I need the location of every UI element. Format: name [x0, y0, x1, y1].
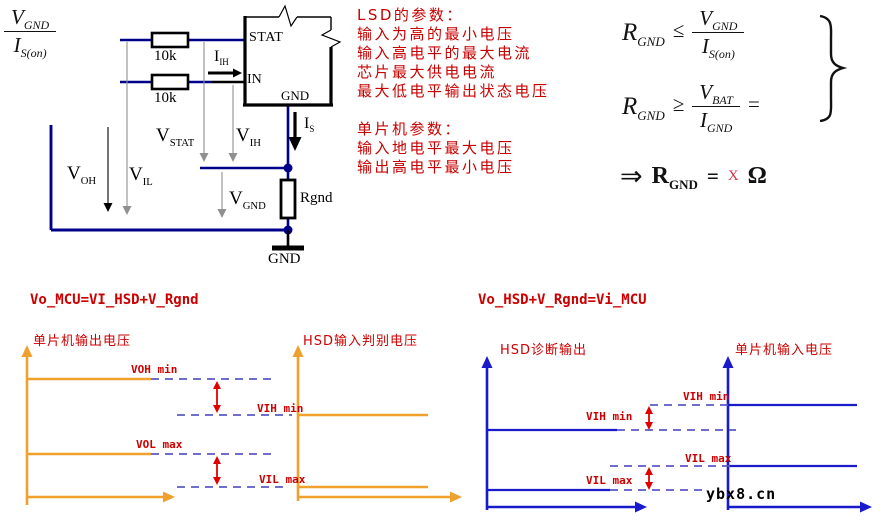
label-vil: VIL	[129, 164, 153, 188]
level-label-vih-min: VIH min	[257, 402, 304, 415]
notes-lsd-line: 最大低电平输出状态电压	[357, 82, 550, 100]
left-diagram-axis-right-label: HSD输入判别电压	[303, 334, 419, 349]
left-diagram-axes	[21, 345, 462, 505]
ohm-unit: Ω	[747, 163, 767, 189]
equals-sign: =	[747, 92, 760, 116]
label-vstat: VSTAT	[156, 125, 195, 149]
label-gnd: GND	[268, 251, 301, 267]
right-diagram-title: Vo_HSD+V_Rgnd=Vi_MCU	[478, 292, 647, 308]
chip-pin-stat: STAT	[249, 30, 284, 45]
left-diagram-axis-left-label: 单片机输出电压	[33, 334, 132, 349]
ratio-vgnd-over-ison: VGND IS(on)	[4, 5, 57, 61]
right-diagram-dashed-levels	[610, 404, 736, 491]
formula-brace	[819, 14, 848, 123]
ratio-numerator: VGND	[4, 5, 57, 32]
notes-mcu-line: 输入地电平最大电压	[357, 139, 515, 157]
notes-mcu-line: 输出高电平最小电压	[357, 158, 515, 176]
level-label-vol-max: VOL max	[136, 438, 183, 451]
formula-rgnd-lower-bound: RGND ≥ VBAT IGND =	[622, 80, 760, 136]
label-vgnd: VGND	[229, 188, 266, 212]
chip-pin-in: IN	[247, 72, 262, 87]
resistor-10k-bottom	[150, 73, 190, 91]
resistor-rgnd	[279, 178, 297, 220]
right-diagram-axis-right-label: 单片机输入电压	[735, 343, 834, 358]
left-diagram-title: Vo_MCU=VI_HSD+V_Rgnd	[30, 292, 199, 308]
break-mark-right	[320, 29, 342, 48]
chip-outline	[243, 4, 342, 107]
label-rgnd: Rgnd	[300, 190, 333, 206]
junction-dot-upper	[283, 163, 293, 173]
notes-lsd-line: 输入为高的最小电压	[357, 25, 515, 43]
label-is: IS	[304, 115, 315, 135]
implies-arrow: ⇒	[620, 161, 643, 191]
le-operator: ≤	[672, 18, 685, 42]
left-diagram-dashed-levels	[151, 378, 292, 488]
notes-lsd-line: 芯片最大供电电流	[357, 63, 498, 81]
formula-conclusion: ⇒ RGND = X Ω	[620, 161, 767, 192]
watermark: ybx8.cn	[706, 485, 777, 503]
gray-measure-arrows	[122, 42, 238, 218]
level-label-vil-max-out: VIL max	[586, 474, 633, 487]
label-vih: VIH	[236, 125, 261, 149]
right-diagram-axes	[481, 356, 872, 513]
level-label-vil-max-in: VIL max	[685, 452, 732, 465]
notes-mcu-title: 单片机参数：	[357, 120, 463, 138]
break-mark-top	[278, 4, 298, 28]
resistor-label-bottom: 10k	[154, 90, 177, 106]
chip-pin-gnd: GND	[281, 88, 310, 103]
label-voh: VOH	[67, 163, 97, 187]
level-label-vil-max: VIL max	[259, 473, 306, 486]
label-iih: IIH	[214, 48, 229, 68]
rgnd-value-placeholder: X	[727, 168, 739, 184]
ratio-denominator: IS(on)	[13, 33, 47, 61]
ground-symbol	[272, 230, 304, 251]
resistor-label-top: 10k	[154, 48, 177, 64]
ge-operator: ≥	[672, 92, 685, 116]
formula-rgnd-upper-bound: RGND ≤ VGND IS(on)	[622, 6, 745, 60]
right-diagram-axis-left-label: HSD诊断输出	[500, 343, 588, 358]
notes-lsd-title: LSD的参数：	[357, 6, 464, 24]
level-label-vih-min-out: VIH min	[586, 410, 633, 423]
notes-lsd-line: 输入高电平的最大电流	[357, 44, 533, 62]
level-label-vih-min-in: VIH min	[683, 390, 730, 403]
resistor-10k-top	[150, 31, 190, 49]
level-label-voh-min: VOH min	[131, 363, 178, 376]
